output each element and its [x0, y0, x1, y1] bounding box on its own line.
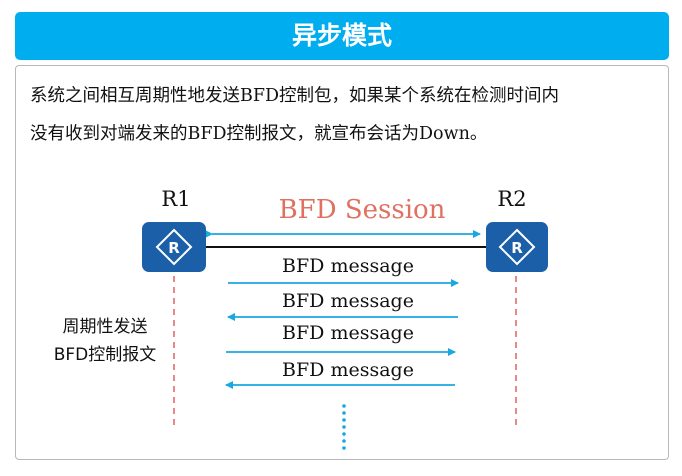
title-banner: 异步模式	[15, 12, 669, 60]
periodic-send-line-1: 周期性发送	[62, 317, 148, 337]
continuation-dots	[342, 404, 346, 450]
description-text: 系统之间相互周期性地发送BFD控制包，如果某个系统在检测时间内 没有收到对端发来…	[30, 77, 670, 153]
periodic-send-line-2: BFD控制报文	[53, 345, 157, 365]
session-label: BFD Session	[279, 195, 446, 225]
message-label-2: BFD message	[282, 290, 414, 312]
router-r1-icon: R	[142, 222, 206, 272]
router-r2-glyph: R	[511, 239, 523, 257]
router-r1-glyph: R	[168, 239, 180, 257]
periodic-send-label: 周期性发送 BFD控制报文	[30, 313, 180, 369]
router-label-r2: R2	[497, 187, 526, 211]
router-r2-icon: R	[486, 222, 548, 272]
description-line-2: 没有收到对端发来的BFD控制报文，就宣布会话为Down。	[30, 124, 488, 144]
content-panel	[15, 65, 669, 460]
message-label-4: BFD message	[282, 359, 414, 381]
page-title: 异步模式	[291, 21, 392, 50]
message-label-1: BFD message	[282, 255, 414, 277]
description-line-1: 系统之间相互周期性地发送BFD控制包，如果某个系统在检测时间内	[30, 86, 560, 106]
message-label-3: BFD message	[282, 322, 414, 344]
router-label-r1: R1	[161, 187, 190, 211]
